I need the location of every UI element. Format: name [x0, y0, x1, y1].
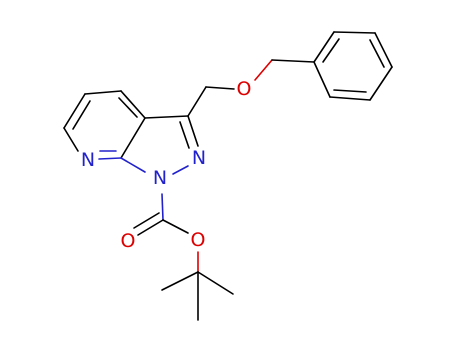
phenyl-ring — [313, 31, 393, 101]
bond-c6-n7 — [63, 127, 79, 152]
bond-ph-5-6 — [329, 96, 371, 101]
bond-c7a-c3a — [120, 117, 146, 159]
bond-n2-n1 — [172, 165, 189, 175]
bond-c3-ch2 — [187, 86, 207, 117]
bond-ch2-o — [205, 86, 235, 90]
bond-c5-c6-inner — [72, 100, 91, 130]
bond-o-ch2 — [254, 59, 273, 81]
bond-c3-n2-inner — [179, 121, 190, 149]
bond-ph-3-4 — [374, 32, 393, 68]
benzyloxymethyl-group — [187, 59, 315, 117]
pyrazole-ring — [120, 115, 199, 175]
bond-carbonyl-o-double-a — [137, 219, 164, 236]
bond-carbonyl-o-double-b — [133, 212, 160, 229]
bond-ph-6-1 — [313, 61, 331, 98]
bond-c3a-c4-inner — [118, 97, 138, 118]
bond-n1-carbonyl — [161, 193, 164, 221]
pyridine-nitrogen-label: N — [81, 149, 95, 171]
bond-ph-1-2 — [313, 31, 335, 63]
bond-ch2-phenyl — [271, 59, 315, 63]
bond-c3-n2 — [187, 115, 199, 147]
bond-n7-c7a — [98, 157, 122, 160]
bond-ph-3-4-inner — [369, 39, 385, 68]
n1-nitrogen-label: N — [153, 167, 167, 189]
bond-ph-2-3 — [333, 31, 376, 34]
ester-oxygen-label: O — [191, 229, 206, 251]
bond-n1-c7a — [120, 157, 146, 173]
bond-ph-4-5 — [369, 66, 393, 101]
bond-c5-c6 — [63, 93, 86, 129]
n2-nitrogen-label: N — [192, 147, 206, 169]
bond-carbonyl-ester-o — [162, 219, 189, 234]
bond-ph-1-2-inner — [322, 38, 340, 63]
carbonyl-oxygen-label: O — [121, 230, 136, 252]
bond-cq-me-right — [197, 271, 234, 295]
bond-cq-me-left — [161, 271, 199, 291]
bond-c4-c5 — [84, 90, 122, 95]
bond-c3a-c3 — [144, 115, 189, 119]
bond-ph-5-6-inner — [333, 89, 367, 93]
bond-c3a-c4 — [120, 90, 146, 119]
ether-oxygen-label: O — [237, 78, 252, 100]
atom-labels: N N N O O O — [81, 78, 252, 252]
pyridine-ring — [63, 90, 146, 160]
boc-group — [133, 193, 234, 321]
